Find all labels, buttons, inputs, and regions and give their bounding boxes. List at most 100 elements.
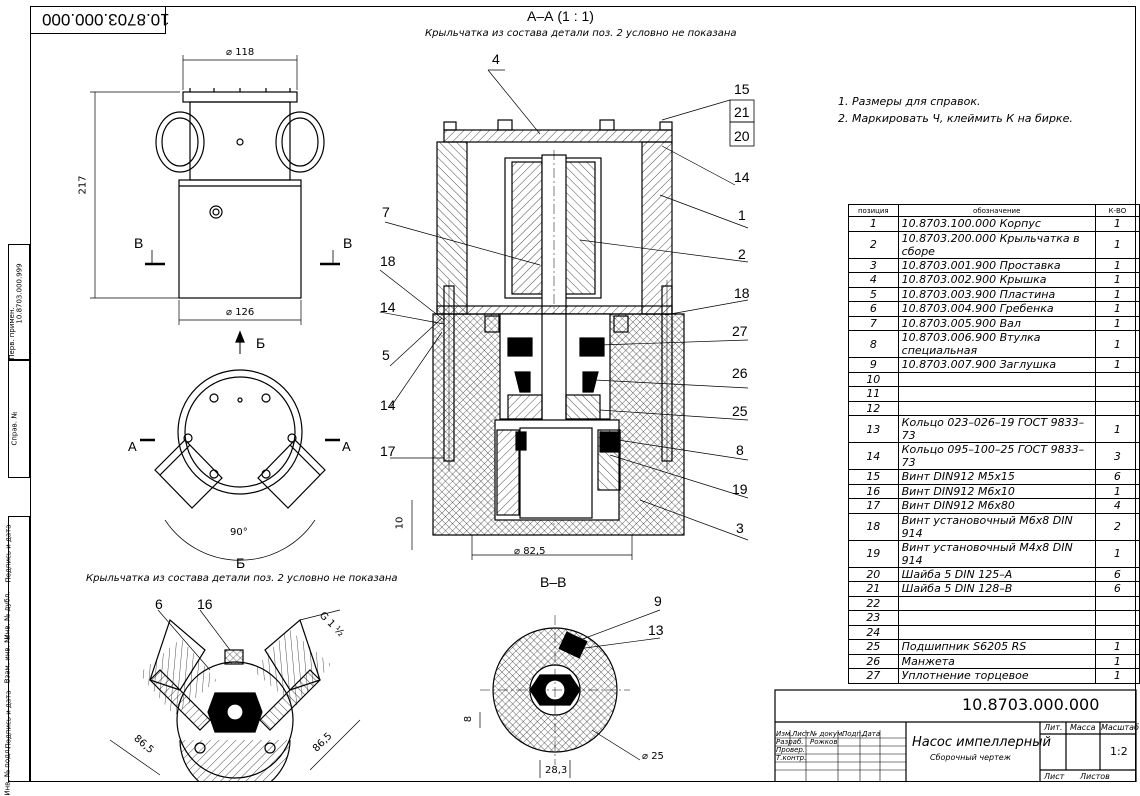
tb-data: Дата [862,730,881,738]
spec-cell-name: Винт DIN912 M5x15 [897,469,1096,485]
spec-cell-name: Шайба 5 DIN 128–B [897,581,1096,597]
callout-17: 17 [380,443,396,459]
note-1: 1. Размеры для справок. [838,95,981,108]
spec-cell-qty: 1 [1094,483,1140,499]
view-b-note: Крыльчатка из состава детали поз. 2 усло… [86,573,398,584]
spec-cell-pos: 23 [848,610,899,626]
spec-cell-name: Шайба 5 DIN 125–A [897,566,1096,582]
spec-cell-pos: 19 [848,539,899,568]
spec-cell-qty: 2 [1094,512,1140,541]
callout-21: 21 [734,104,750,120]
spec-cell-pos: 7 [848,315,899,331]
title-block-name: Насос импеллерный [912,735,1051,750]
spec-cell-name: Винт DIN912 M6x80 [897,498,1096,514]
spec-cell-pos: 20 [848,566,899,582]
spec-cell-name: 10.8703.005.900 Вал [897,315,1096,331]
spec-cell-pos: 17 [848,498,899,514]
title-block-masshtab: Масштаб [1101,723,1140,732]
spec-cell-qty: 1 [1094,257,1140,273]
dim-d126: ⌀ 126 [226,307,255,318]
spec-cell-qty: 1 [1094,330,1140,358]
tb-prover: Провер. [776,746,806,754]
callout-14c: 14 [380,397,396,413]
spec-cell-pos: 6 [848,301,899,317]
spec-cell-qty: 1 [1094,286,1140,302]
spec-cell-pos: 16 [848,483,899,499]
tb-razrab: Разраб. [776,738,804,746]
spec-cell-pos: 26 [848,653,899,669]
spec-cell-name: 10.8703.200.000 Крыльчатка в сборе [897,230,1096,259]
label-a-left: А [128,439,137,454]
callout-6: 6 [155,596,163,612]
table-row: 24 [848,624,1140,640]
title-block-frame [774,689,1137,782]
spec-cell-name [897,595,1096,611]
callout-15: 15 [734,81,750,97]
callout-26: 26 [732,365,748,381]
spec-cell-pos: 24 [848,624,899,640]
spec-cell-pos: 9 [848,357,899,373]
spec-header-name: обозначение [897,204,1096,217]
spec-cell-pos: 10 [848,371,899,387]
table-row: 22 [848,595,1140,611]
spec-cell-name [897,400,1096,416]
spec-cell-name: 10.8703.007.900 Заглушка [897,357,1096,373]
callout-1: 1 [738,207,746,223]
tb-ndok: № докум. [810,730,845,738]
spec-cell-pos: 2 [848,230,899,259]
title-block-list: Лист [1044,772,1065,781]
spec-cell-name: Уплотнение торцевое [897,668,1096,684]
view-b [140,369,340,561]
section-vv [479,609,661,778]
section-aa-leaders [379,69,749,541]
section-aa-note: Крыльчатка из состава детали поз. 2 усло… [425,28,737,39]
note-2: 2. Маркировать Ч, клеймить К на бирке. [838,112,1073,125]
view-b-title: Б [236,555,246,571]
callout-5: 5 [382,347,390,363]
spec-cell-pos: 13 [848,415,899,443]
spec-cell-pos: 21 [848,581,899,597]
spec-cell-name [897,371,1096,387]
callout-19: 19 [732,481,748,497]
callout-25: 25 [732,403,748,419]
spec-cell-name [897,386,1096,402]
spec-cell-pos: 14 [848,442,899,470]
spec-cell-qty [1094,624,1140,640]
callout-8: 8 [736,442,744,458]
dim-d118: ⌀ 118 [226,47,255,58]
section-vv-title: В–В [540,574,567,590]
spec-cell-pos: 15 [848,469,899,485]
spec-cell-name: Винт DIN912 M6x10 [897,483,1096,499]
spec-cell-qty: 1 [1094,653,1140,669]
spec-cell-qty: 1 [1094,668,1140,684]
section-aa [411,119,685,560]
title-block-number: 10.8703.000.000 [962,695,1100,714]
callout-20: 20 [734,128,750,144]
title-block-subtitle: Сборочный чертеж [930,753,1011,762]
label-a-right: А [342,439,351,454]
dim-d25: ⌀ 25 [642,751,664,762]
spec-cell-qty: 6 [1094,581,1140,597]
label-v-left: В [134,235,144,251]
callout-18a: 18 [380,253,396,269]
spec-cell-qty [1094,371,1140,387]
corner-stamp [30,6,166,34]
